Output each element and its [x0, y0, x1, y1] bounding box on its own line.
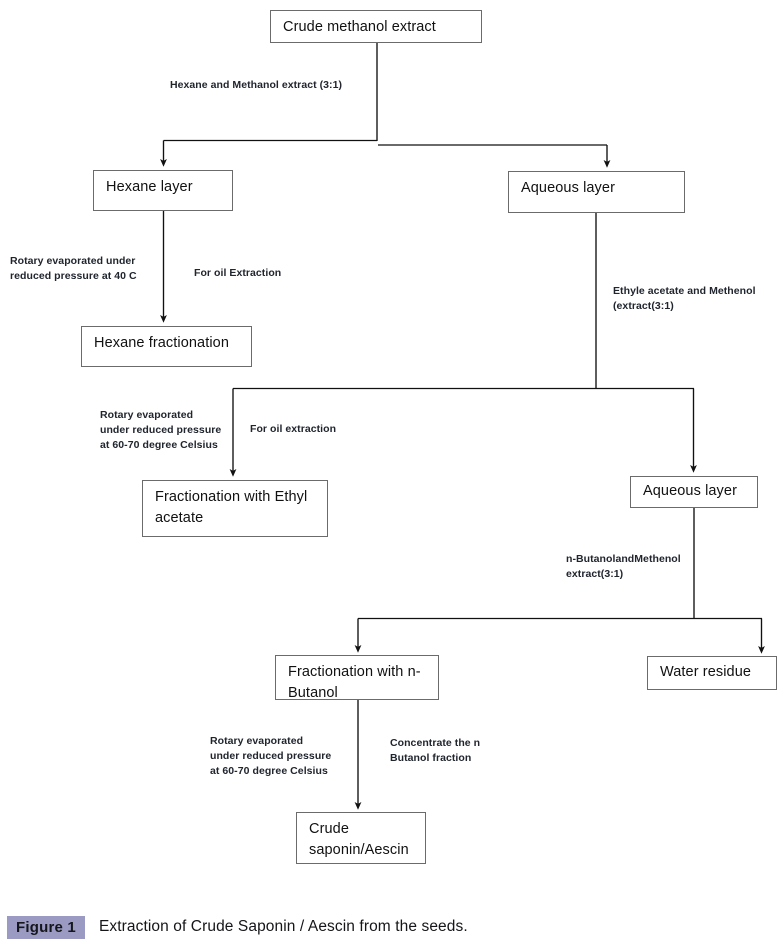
edge-label-for-oil-extraction-2: For oil extraction [250, 423, 337, 435]
node-crude-saponin-aescin[interactable]: Crude saponin/Aescin [296, 812, 426, 864]
figure-caption: Figure 1 Extraction of Crude Saponin / A… [0, 908, 778, 946]
figure-number-badge: Figure 1 [7, 915, 85, 939]
edge-label-for-oil-extraction-1: For oil Extraction [194, 267, 282, 279]
edge-label-rotary-60-70-second: Rotary evaporated under reduced pressure… [210, 735, 332, 777]
node-aqueous-layer-2[interactable]: Aqueous layer [630, 476, 758, 508]
node-hexane-fractionation[interactable]: Hexane fractionation [81, 326, 252, 367]
edge-label-rotary-40c: Rotary evaporated under reduced pressure… [10, 255, 137, 282]
node-hexane-layer[interactable]: Hexane layer [93, 170, 233, 211]
edge-label-ethyl-acetate-methanol-ratio: Ethyle acetate and Methenol (extract(3:1… [613, 285, 756, 312]
node-crude-methanol-extract[interactable]: Crude methanol extract [270, 10, 482, 43]
node-fractionation-n-butanol[interactable]: Fractionation with n- Butanol [275, 655, 439, 701]
edge-label-hexane-methanol-ratio: Hexane and Methanol extract (3:1) [170, 79, 343, 91]
node-fractionation-ethyl-acetate[interactable]: Fractionation with Ethyl acetate [142, 480, 328, 537]
edge-label-n-butanol-methanol-ratio: n-ButanolandMethenol extract(3:1) [566, 553, 681, 580]
figure-caption-text: Extraction of Crude Saponin / Aescin fro… [98, 918, 468, 935]
edge-label-concentrate-n-butanol: Concentrate the n Butanol fraction [390, 737, 481, 764]
node-aqueous-layer-1[interactable]: Aqueous layer [508, 171, 685, 213]
node-water-residue[interactable]: Water residue [647, 656, 777, 690]
edge-label-rotary-60-70-first: Rotary evaporated under reduced pressure… [100, 409, 222, 451]
